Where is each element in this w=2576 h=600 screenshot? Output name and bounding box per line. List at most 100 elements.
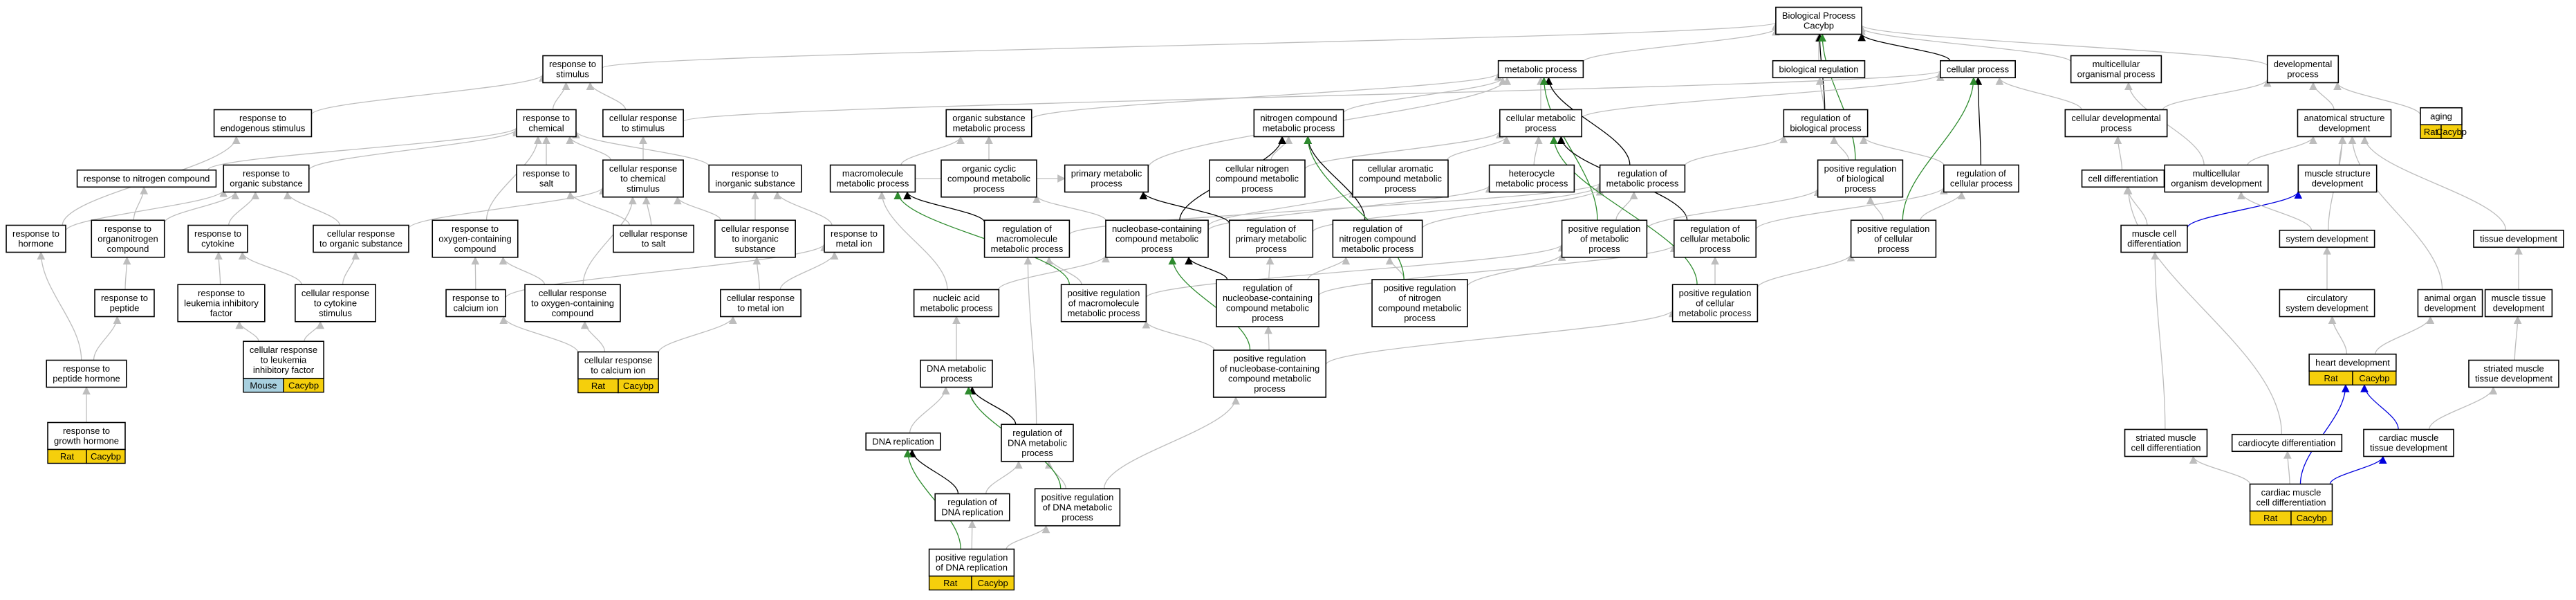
node-label-line: heterocycle	[1509, 168, 1555, 179]
go-term-node-sd[interactable]: system development	[2279, 229, 2375, 248]
node-label-line: process	[1255, 244, 1287, 254]
node-label-line: development	[2425, 303, 2476, 313]
edge-ris-to-rc	[572, 130, 710, 167]
go-term-node-mp[interactable]: metabolic process	[1497, 60, 1584, 79]
go-term-node-cardd[interactable]: cardiocyte differentiation	[2231, 433, 2343, 453]
go-term-node-dnar[interactable]: DNA replication	[865, 432, 941, 451]
edge-rcp-to-rbp	[1860, 136, 1945, 166]
edge-smcd-to-mcd	[2151, 251, 2166, 430]
edge-dp-to-bp	[1857, 24, 2268, 66]
go-term-node-cp[interactable]: cellular process	[1940, 60, 2016, 79]
edge-prbp-to-bp	[1818, 33, 1856, 161]
node-box	[720, 289, 801, 318]
node-label-line: development	[2319, 123, 2371, 134]
node-label-line: response to	[101, 293, 148, 303]
edge-nbcmp-to-cacmp	[1207, 189, 1357, 227]
node-label-line: regulation of	[1243, 283, 1292, 293]
go-term-node-rnc[interactable]: response to nitrogen compound	[76, 169, 217, 188]
node-label-line: of DNA metabolic	[1043, 502, 1113, 512]
node-label-line: process	[1878, 244, 1909, 254]
go-term-node-breg[interactable]: biological regulation	[1772, 60, 1866, 79]
go-term-node-celldiff[interactable]: cell differentiation	[2081, 169, 2165, 188]
go-term-node-rnbcmp[interactable]: regulation ofnucleobase-containingcompou…	[1216, 279, 1319, 327]
go-term-node-td[interactable]: tissue development	[2473, 229, 2564, 248]
node-label-line: compound metabolic	[1359, 173, 1442, 183]
species-badge-label: Cacybp	[2359, 373, 2389, 383]
